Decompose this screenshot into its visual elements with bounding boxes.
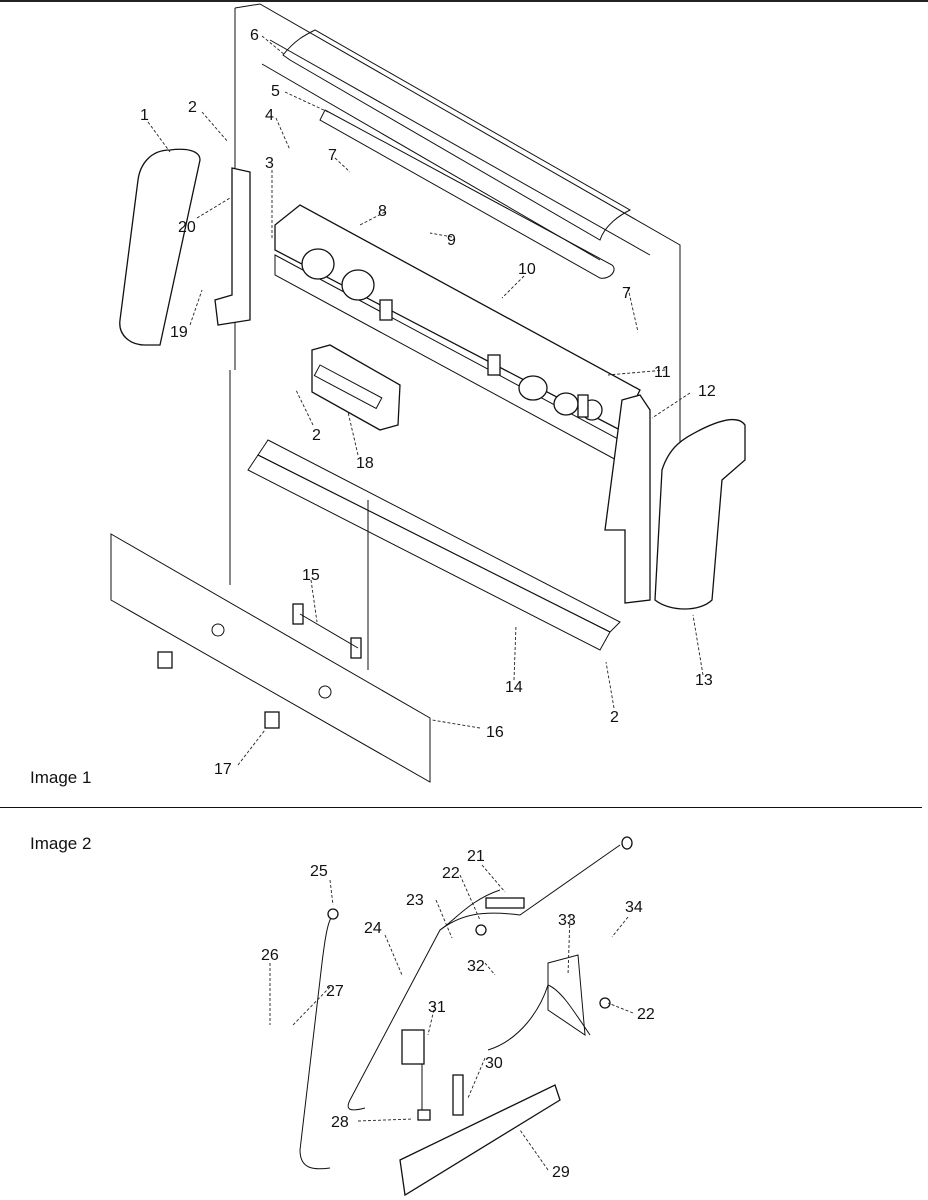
callout: 15 xyxy=(302,567,320,584)
control-panel-10 xyxy=(274,204,641,463)
callouts-image-2: 21 22 23 24 25 26 27 28 29 30 31 32 33 3… xyxy=(261,848,655,1181)
callout: 27 xyxy=(326,983,344,1000)
callout: 25 xyxy=(310,863,328,880)
callout: 31 xyxy=(428,999,446,1016)
tube-6 xyxy=(282,29,632,241)
callout: 19 xyxy=(170,324,188,341)
image-1-label: Image 1 xyxy=(30,768,92,787)
callout: 1 xyxy=(140,107,149,124)
lower-panel-16 xyxy=(110,370,431,783)
bracket-20 xyxy=(214,167,251,326)
callout: 7 xyxy=(622,285,631,302)
leader-lines-image-1 xyxy=(147,35,704,766)
callout: 16 xyxy=(486,724,504,741)
callout: 23 xyxy=(406,892,424,909)
switch-bracket-15 xyxy=(292,603,362,659)
trim-14 xyxy=(247,439,621,651)
callout: 7 xyxy=(328,147,337,164)
callout: 9 xyxy=(447,232,456,249)
end-cap-right-13 xyxy=(654,418,746,610)
callout: 2 xyxy=(610,709,619,726)
callout: 3 xyxy=(265,155,274,172)
image-2-label: Image 2 xyxy=(30,834,92,853)
top-border xyxy=(0,0,928,2)
callout: 34 xyxy=(625,899,643,916)
callout: 17 xyxy=(214,761,232,778)
callout: 28 xyxy=(331,1114,349,1131)
gas-tubing-assembly xyxy=(299,836,633,1197)
knob-17 xyxy=(157,623,332,729)
callout: 4 xyxy=(265,107,274,124)
callout: 22 xyxy=(637,1006,655,1023)
callout: 8 xyxy=(378,203,387,220)
callout: 5 xyxy=(271,83,280,100)
callout: 18 xyxy=(356,455,374,472)
callout: 29 xyxy=(552,1164,570,1181)
callout: 14 xyxy=(505,679,523,696)
clock-timer-18 xyxy=(311,344,401,431)
callout: 11 xyxy=(654,364,671,381)
callout: 20 xyxy=(178,219,196,236)
callout: 21 xyxy=(467,848,485,865)
callout: 10 xyxy=(518,261,536,278)
callout: 24 xyxy=(364,920,382,937)
callouts-image-1: 1 2 3 4 5 6 7 8 9 10 7 11 12 13 14 2 15 … xyxy=(140,27,716,778)
callout: 2 xyxy=(312,427,321,444)
tube-5 xyxy=(319,109,615,279)
callout: 32 xyxy=(467,958,485,975)
callout: 12 xyxy=(698,383,716,400)
callout: 33 xyxy=(558,912,576,929)
leader-lines-image-2 xyxy=(269,864,634,1171)
bracket-12 xyxy=(604,394,651,604)
end-cap-left-1 xyxy=(119,148,201,346)
callout: 6 xyxy=(250,27,259,44)
callout: 26 xyxy=(261,947,279,964)
callout: 30 xyxy=(485,1055,503,1072)
callout: 2 xyxy=(188,99,197,116)
panel-separator xyxy=(0,807,922,808)
callout: 22 xyxy=(442,865,460,882)
callout: 13 xyxy=(695,672,713,689)
